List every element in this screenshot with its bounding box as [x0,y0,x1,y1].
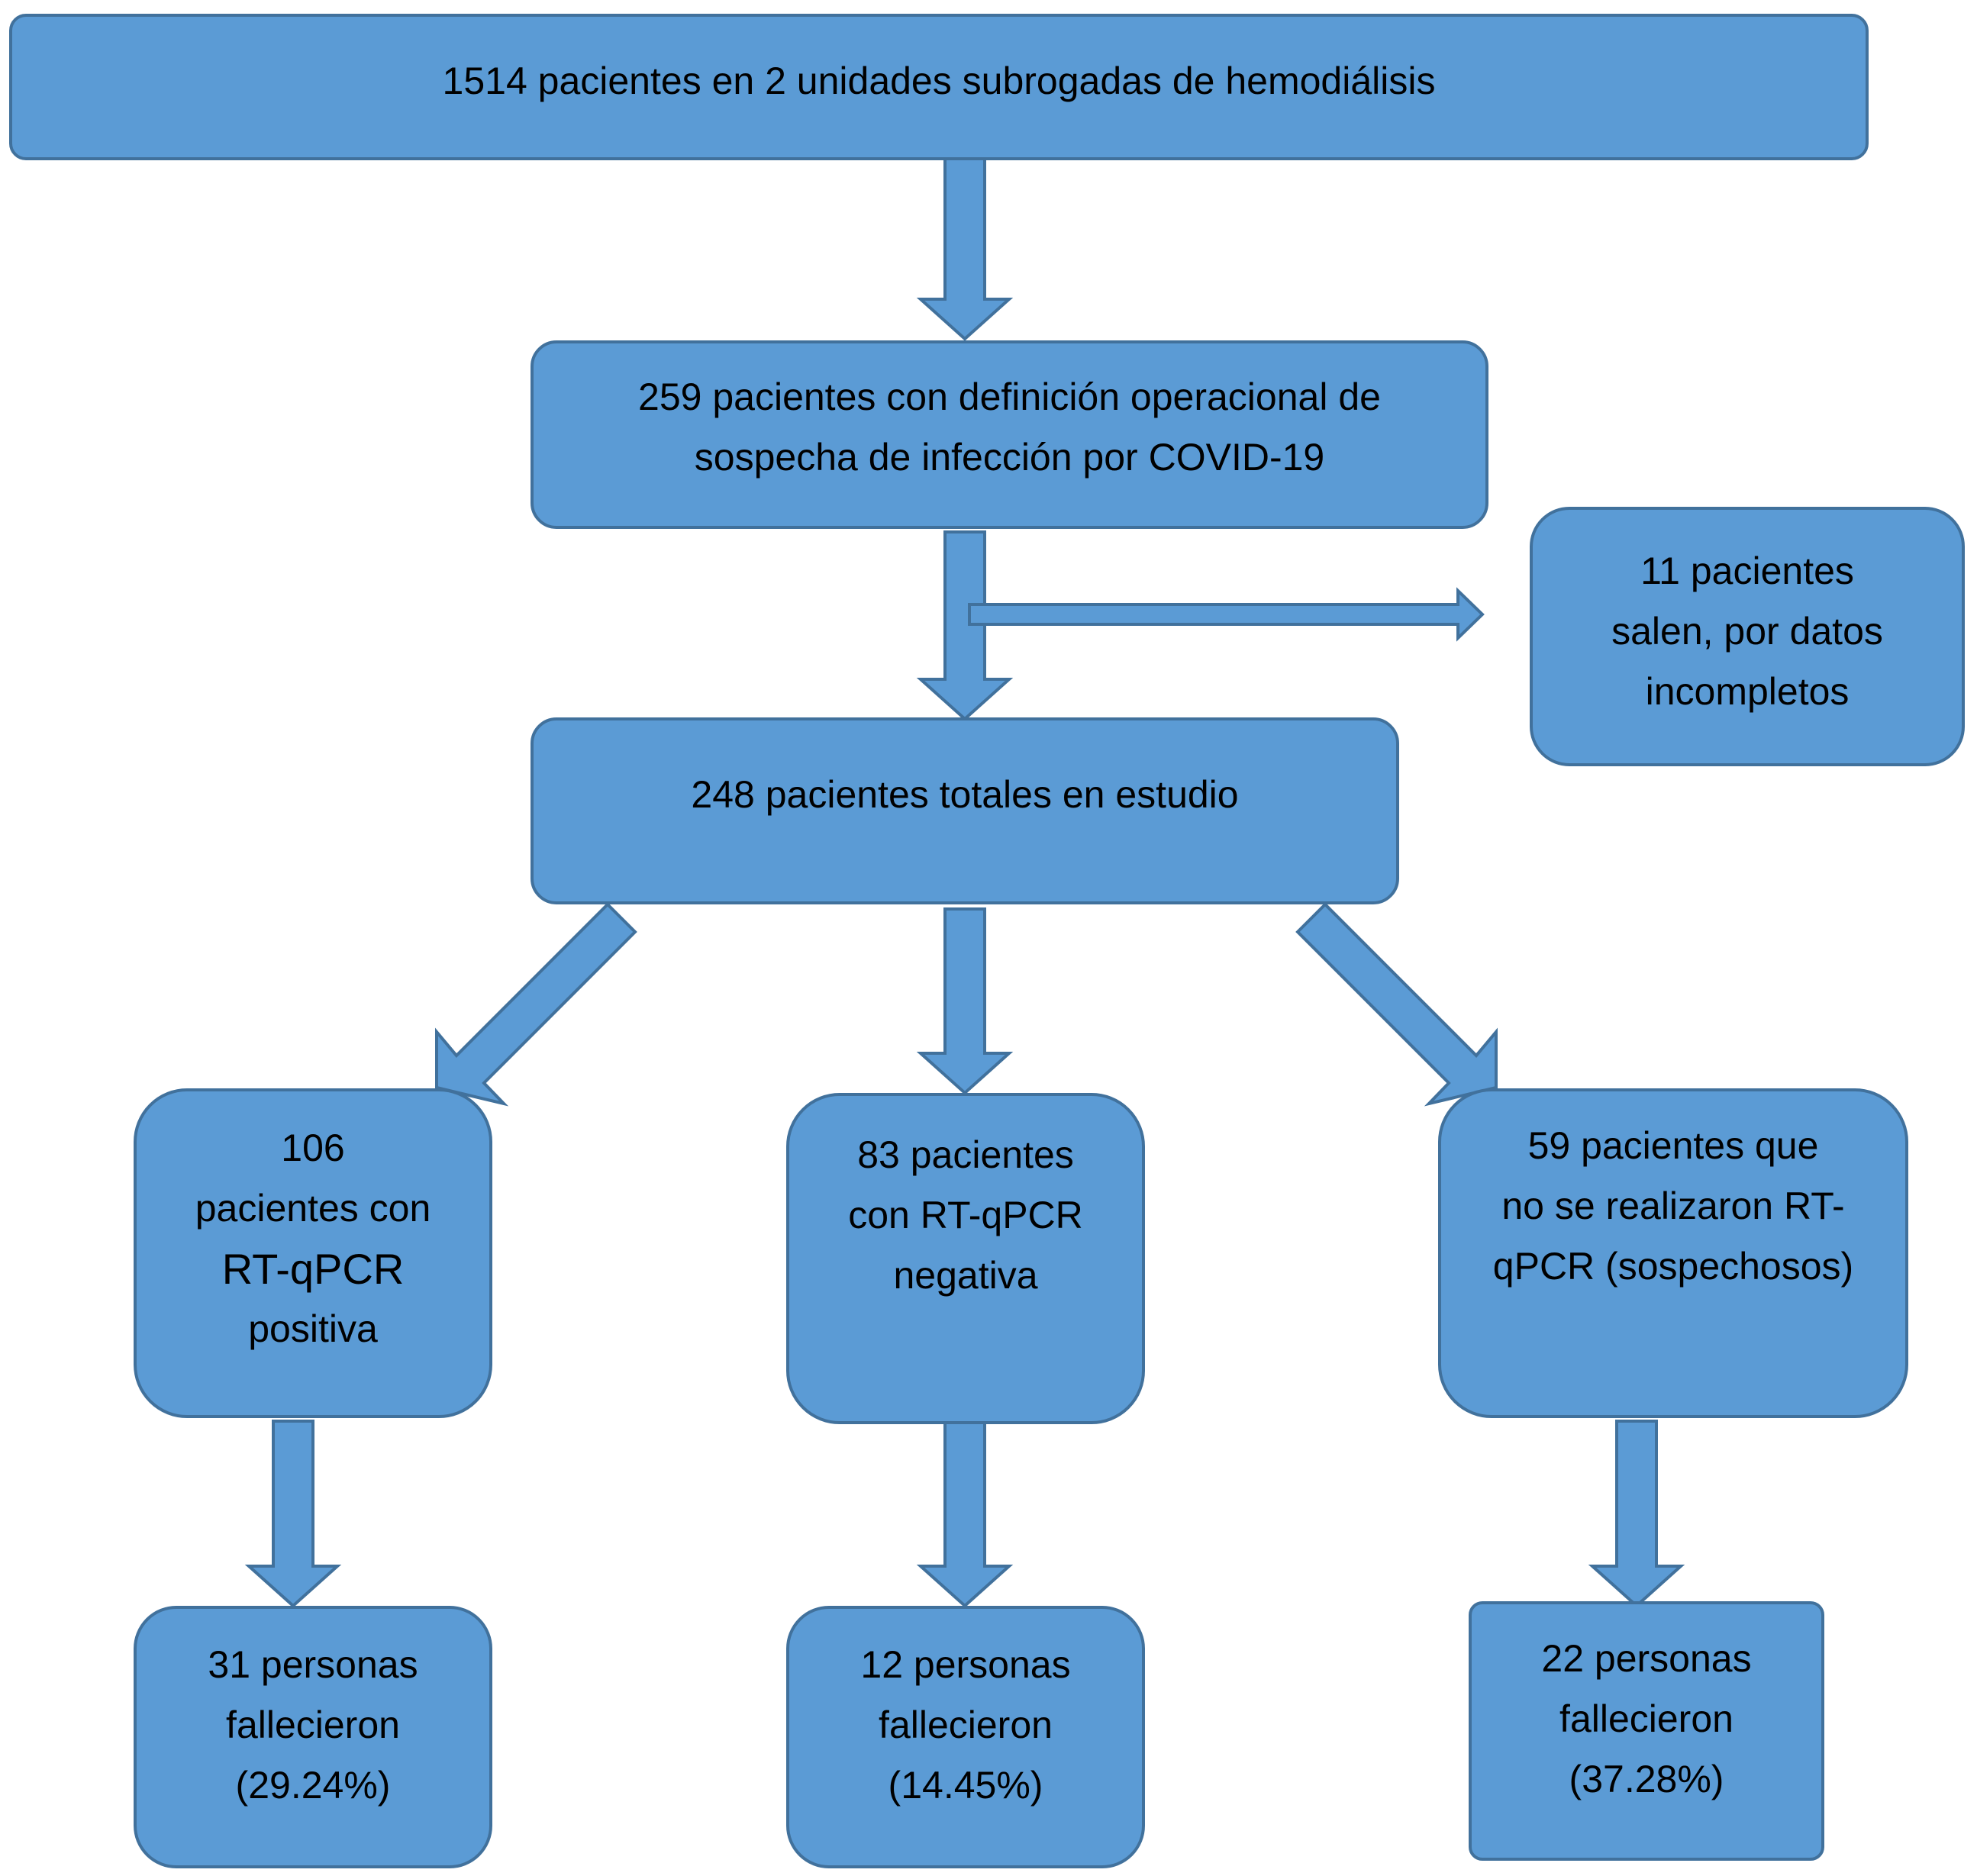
excluded-line-2: salen, por datos [1611,610,1883,653]
arrow-untested-to-deaths [1588,1420,1685,1608]
deaths-positive-line-1: 31 personas [208,1643,418,1686]
positive-line-4: positiva [248,1307,378,1350]
study-total-box: 248 pacientes totales en estudio [531,717,1399,904]
excluded-patients-box: 11 pacientes salen, por datos incompleto… [1530,507,1965,766]
untested-box: 59 pacientes que no se realizaron RT- qP… [1438,1088,1908,1418]
deaths-positive-line-2: fallecieron [226,1704,400,1746]
positive-line-1: 106 [281,1127,345,1169]
deaths-untested-line-2: fallecieron [1559,1697,1734,1740]
study-total-text: 248 pacientes totales en estudio [691,773,1239,816]
untested-line-2: no se realizaron RT- [1501,1185,1845,1227]
suspected-cases-line-2: sospecha de infección por COVID-19 [694,436,1325,479]
arrow-study-to-positive [435,902,637,1107]
deaths-untested-line-3: (37.28%) [1569,1758,1724,1800]
total-patients-text: 1514 pacientes en 2 unidades subrogadas … [442,60,1436,102]
arrow-total-to-suspected [916,155,1014,341]
untested-line-1: 59 pacientes que [1527,1124,1819,1167]
deaths-untested-line-1: 22 personas [1541,1637,1752,1680]
suspected-cases-box: 259 pacientes con definición operacional… [531,340,1488,529]
deaths-positive-box: 31 personas fallecieron (29.24%) [134,1606,492,1868]
arrow-exclusion [968,587,1485,642]
negative-line-1: 83 pacientes [857,1133,1074,1176]
deaths-negative-line-3: (14.45%) [888,1764,1043,1807]
excluded-line-3: incompletos [1645,670,1850,713]
arrow-negative-to-deaths [916,1420,1014,1608]
positive-box: 106 pacientes con RT-qPCR positiva [134,1088,492,1418]
total-patients-box: 1514 pacientes en 2 unidades subrogadas … [9,14,1869,160]
deaths-negative-box: 12 personas fallecieron (14.45%) [786,1606,1145,1868]
deaths-negative-line-1: 12 personas [860,1643,1071,1686]
suspected-cases-line-1: 259 pacientes con definición operacional… [638,376,1381,418]
excluded-line-1: 11 pacientes [1640,550,1854,592]
deaths-untested-box: 22 personas fallecieron (37.28%) [1469,1601,1824,1861]
negative-line-3: negativa [893,1254,1038,1297]
untested-line-3: qPCR (sospechosos) [1492,1245,1854,1288]
positive-line-3: RT-qPCR [221,1245,405,1293]
arrow-study-to-negative [916,907,1014,1095]
positive-line-2: pacientes con [195,1187,431,1230]
arrow-positive-to-deaths [244,1420,342,1608]
negative-box: 83 pacientes con RT-qPCR negativa [786,1093,1145,1424]
negative-line-2: con RT-qPCR [848,1194,1083,1236]
arrow-study-to-untested [1295,902,1498,1107]
deaths-positive-line-3: (29.24%) [235,1764,391,1807]
arrow-suspected-to-study [916,530,1014,721]
deaths-negative-line-2: fallecieron [879,1704,1053,1746]
